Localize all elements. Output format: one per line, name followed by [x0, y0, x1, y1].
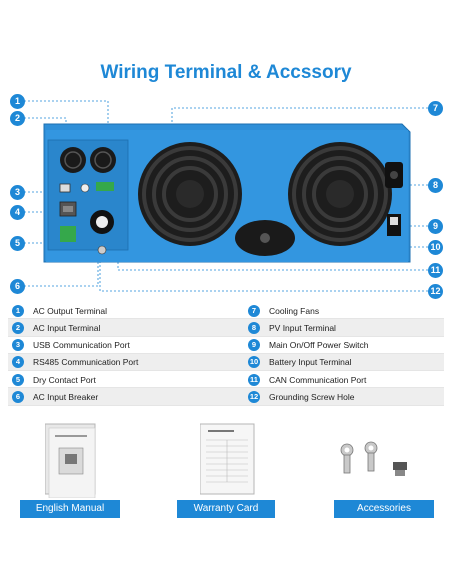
legend-label: PV Input Terminal: [269, 322, 336, 333]
legend-number: 8: [248, 321, 260, 334]
legend-label: AC Input Terminal: [33, 322, 101, 333]
legend-number: 3: [12, 339, 24, 352]
warranty-card-label: Warranty Card: [177, 500, 275, 518]
callout-12: 12: [428, 284, 443, 299]
legend-label: Main On/Off Power Switch: [269, 340, 369, 351]
legend-label: RS485 Communication Port: [33, 357, 139, 368]
legend-row: 3 USB Communication Port 9 Main On/Off Pow…: [8, 337, 444, 354]
callout-11: 11: [428, 263, 443, 278]
legend-row: 4 RS485 Communication Port 10 Battery Inpu…: [8, 353, 444, 372]
callout-5: 5: [10, 236, 25, 251]
accessories-label: Accessories: [334, 500, 434, 518]
legend-row: 6 AC Input Breaker 12 Grounding Screw Hole: [8, 388, 444, 406]
legend-number: 9: [248, 339, 260, 352]
warranty-card-image: [199, 420, 260, 498]
terminal-legend: 1 AC Output Terminal 7 Cooling Fans 2 AC In…: [8, 302, 444, 406]
callout-3: 3: [10, 185, 25, 200]
legend-label: AC Output Terminal: [33, 305, 108, 316]
legend-label: CAN Communication Port: [269, 374, 367, 385]
accessories-image: [335, 420, 415, 498]
callout-9: 9: [428, 219, 443, 234]
legend-number: 7: [248, 304, 260, 317]
legend-number: 5: [12, 373, 24, 386]
legend-number: 12: [248, 390, 260, 403]
callout-10: 10: [428, 240, 443, 255]
english-manual-label: English Manual: [20, 500, 120, 518]
legend-label: Dry Contact Port: [33, 374, 96, 385]
legend-row: 2 AC Input Terminal 8 PV Input Terminal: [8, 319, 444, 337]
legend-number: 2: [12, 321, 24, 334]
callout-7: 7: [428, 101, 443, 116]
legend-number: 11: [248, 373, 260, 386]
legend-row: 1 AC Output Terminal 7 Cooling Fans: [8, 302, 444, 320]
callout-2: 2: [10, 111, 25, 126]
legend-label: AC Input Breaker: [33, 391, 99, 402]
callout-6: 6: [10, 279, 25, 294]
legend-number: 1: [12, 304, 24, 317]
legend-number: 10: [248, 356, 260, 369]
legend-number: 6: [12, 390, 24, 403]
callout-4: 4: [10, 205, 25, 220]
inverter-rear-panel: [40, 122, 412, 264]
legend-label: Cooling Fans: [269, 305, 320, 316]
legend-row: 5 Dry Contact Port 11 CAN Communication Po…: [8, 371, 444, 389]
manual-image: [44, 420, 100, 499]
legend-label: USB Communication Port: [33, 340, 130, 351]
callout-8: 8: [428, 178, 443, 193]
page-title: Wiring Terminal & Accssory: [100, 62, 352, 83]
callout-1: 1: [10, 94, 25, 109]
legend-label: Grounding Screw Hole: [269, 391, 355, 402]
legend-label: Battery Input Terminal: [269, 357, 352, 368]
legend-number: 4: [12, 356, 24, 369]
